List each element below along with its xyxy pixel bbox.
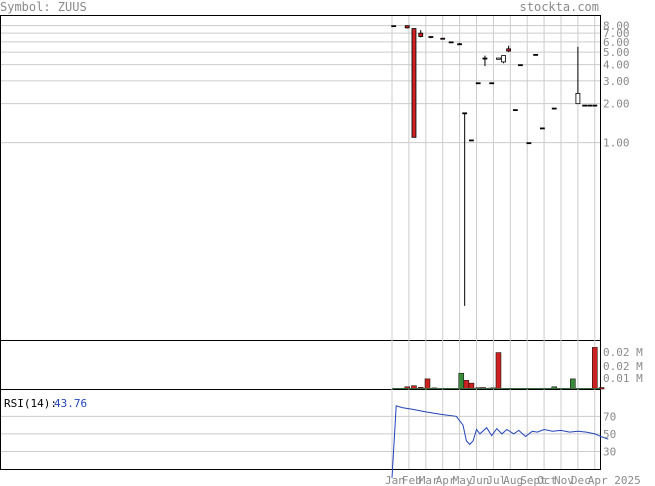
volume-tick-label: 0.01 M [603, 372, 643, 385]
month-label: Feb [402, 474, 422, 486]
rsi-label: RSI(14): [4, 397, 57, 410]
month-label: Dec [571, 474, 591, 486]
month-label: Jan [385, 474, 405, 486]
candle-body [440, 37, 446, 40]
candle-body [475, 82, 481, 85]
month-label: May [453, 474, 473, 486]
candle-body [482, 57, 488, 60]
month-label: Nov [554, 474, 574, 486]
volume-bar [458, 372, 465, 390]
candle-body [518, 64, 523, 67]
month-label: Mar [419, 474, 439, 486]
candle-body [411, 28, 417, 138]
price-tick-label: 4.00 [603, 59, 630, 72]
month-axis-labels: JanFebMarAprMayJunJulAugSeptOctNovDecApr… [385, 474, 641, 486]
rsi-tick-label: 50 [603, 428, 616, 441]
candle-body [592, 104, 598, 107]
price-tick-label: 7.00 [603, 27, 630, 40]
candle-body [418, 32, 424, 37]
candle-body [496, 57, 501, 60]
grid-lines [1, 16, 600, 469]
candle-body [582, 104, 588, 107]
candle-body [540, 127, 545, 130]
candle-body [506, 48, 512, 52]
month-label: Jul [486, 474, 506, 486]
volume-bar [463, 380, 470, 390]
rsi-value: 43.76 [54, 397, 87, 410]
rsi-axis-labels: 70 50 30 [603, 410, 616, 458]
candle-body [404, 25, 410, 29]
candle-body [533, 54, 539, 56]
month-label: Apr [436, 474, 456, 486]
rsi-line [391, 405, 609, 478]
month-label: Sept [520, 474, 547, 486]
candle-body [587, 104, 593, 107]
rsi-tick-label: 70 [603, 410, 616, 423]
candle-body [391, 25, 397, 28]
candle-body [428, 36, 434, 38]
month-label: Oct [537, 474, 557, 486]
volume-bar [570, 378, 576, 390]
price-axis-labels: 8.007.006.005.004.00 3.00 2.00 1.00 [603, 20, 630, 150]
candle-body [512, 109, 518, 112]
candlesticks [391, 25, 598, 306]
price-tick-label: 8.00 [603, 20, 630, 33]
symbol-label: Symbol: ZUUS [0, 0, 87, 14]
candle-body [457, 43, 463, 46]
month-label: Apr 2025 [588, 474, 641, 486]
price-tick-label: 2.00 [603, 98, 630, 111]
volume-bar [424, 378, 431, 390]
price-tick-label: 1.00 [603, 137, 630, 150]
candle-body [469, 139, 474, 142]
candle-body [448, 41, 454, 44]
volume-tick-label: 0.02 M [603, 360, 643, 373]
volume-axis-labels: 0.02 M0.02 M0.01 M [603, 346, 643, 385]
price-tick-label: 6.00 [603, 36, 630, 49]
volume-bars [392, 347, 605, 390]
rsi-tick-label: 30 [603, 445, 616, 458]
rsi-panel [0, 389, 601, 470]
month-label: Jun [470, 474, 490, 486]
site-label: stockta.com [520, 0, 599, 14]
price-tick-label: 5.00 [603, 46, 630, 59]
candle-body [501, 55, 506, 63]
price-tick-label: 3.00 [603, 75, 630, 88]
volume-bar [592, 347, 598, 390]
volume-tick-label: 0.02 M [603, 346, 643, 359]
candle-body [489, 82, 495, 85]
candle-body [551, 107, 557, 110]
month-label: Aug [503, 474, 523, 486]
volume-bar [495, 352, 502, 390]
candle-body [575, 93, 581, 105]
candle-body [526, 142, 532, 145]
candle-body [462, 112, 468, 115]
